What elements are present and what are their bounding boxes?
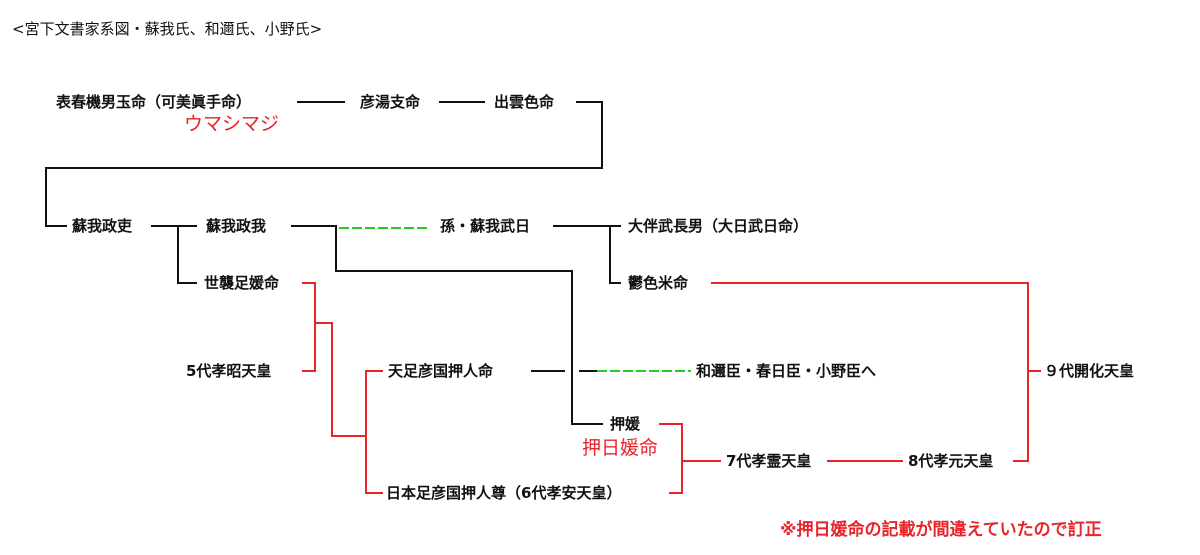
node-oshihime-red: 押日媛命 xyxy=(582,437,659,459)
node-yosotarashi: 世襲足媛命 xyxy=(204,274,280,292)
node-wani: 和邇臣・春日臣・小野臣へ xyxy=(696,362,877,380)
node-kogen: 8代孝元天皇 xyxy=(908,452,994,470)
node-umashimaji: ウマシマジ xyxy=(184,113,280,135)
node-soga-masaga: 蘇我政我 xyxy=(206,217,267,235)
node-korei: 7代孝霊天皇 xyxy=(726,452,812,470)
node-izumoshiko: 出雲色命 xyxy=(494,93,555,111)
node-amatarashi: 天足彦国押人命 xyxy=(388,362,494,380)
black-connectors xyxy=(45,101,621,425)
node-kaika: ９代開化天皇 xyxy=(1044,362,1135,380)
node-kosho: 5代孝昭天皇 xyxy=(186,362,272,380)
node-omote: 表春機男玉命（可美眞手命） xyxy=(56,93,252,111)
node-mago-soga-taketo: 孫・蘇我武日 xyxy=(440,217,531,235)
diagram-title: <宮下文書家系図・蘇我氏、和邇氏、小野氏> xyxy=(12,20,323,38)
node-soga-masashi: 蘇我政吏 xyxy=(72,217,133,235)
node-oshihime: 押媛 xyxy=(610,415,641,433)
red-connectors xyxy=(302,282,1041,494)
node-yamato-tarashi: 日本足彦国押人尊（6代孝安天皇） xyxy=(386,484,622,502)
node-otomo: 大伴武長男（大日武日命） xyxy=(628,217,809,235)
correction-note: ※押日媛命の記載が間違えていたので訂正 xyxy=(780,520,1102,540)
green-dashed-connectors xyxy=(339,227,691,372)
node-hikoyu: 彦湯支命 xyxy=(360,93,421,111)
node-utsushikome: 鬱色米命 xyxy=(628,274,689,292)
